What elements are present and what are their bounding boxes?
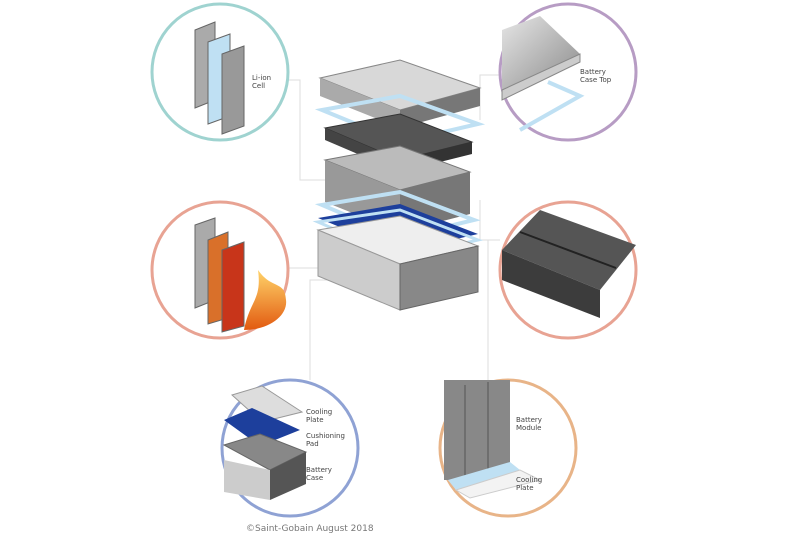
label-battery-module: Battery Module	[516, 416, 542, 432]
compression-pad-detail	[498, 200, 638, 340]
flame-icon	[244, 270, 287, 330]
label-cushioning-pad: Cushioning Pad	[306, 432, 345, 448]
exploded-battery-pack	[312, 59, 486, 311]
connector-lines	[288, 74, 500, 380]
copyright: ©Saint-Gobain August 2018	[246, 524, 374, 534]
thermal-runaway-detail	[150, 200, 290, 340]
li-ion-cell-detail	[150, 2, 290, 142]
battery-module-detail	[438, 378, 578, 518]
battery-case-top-detail	[498, 2, 638, 142]
label-battery-case: Battery Case	[306, 466, 332, 482]
label-battery-case-top: Battery Case Top	[580, 68, 612, 84]
battery-case-stack-detail	[220, 378, 360, 518]
label-cooling-plate-right: Cooling Plate	[516, 476, 543, 492]
label-cooling-plate-left: Cooling Plate	[306, 408, 333, 424]
label-li-ion-cell: Li-ion Cell	[252, 74, 272, 90]
